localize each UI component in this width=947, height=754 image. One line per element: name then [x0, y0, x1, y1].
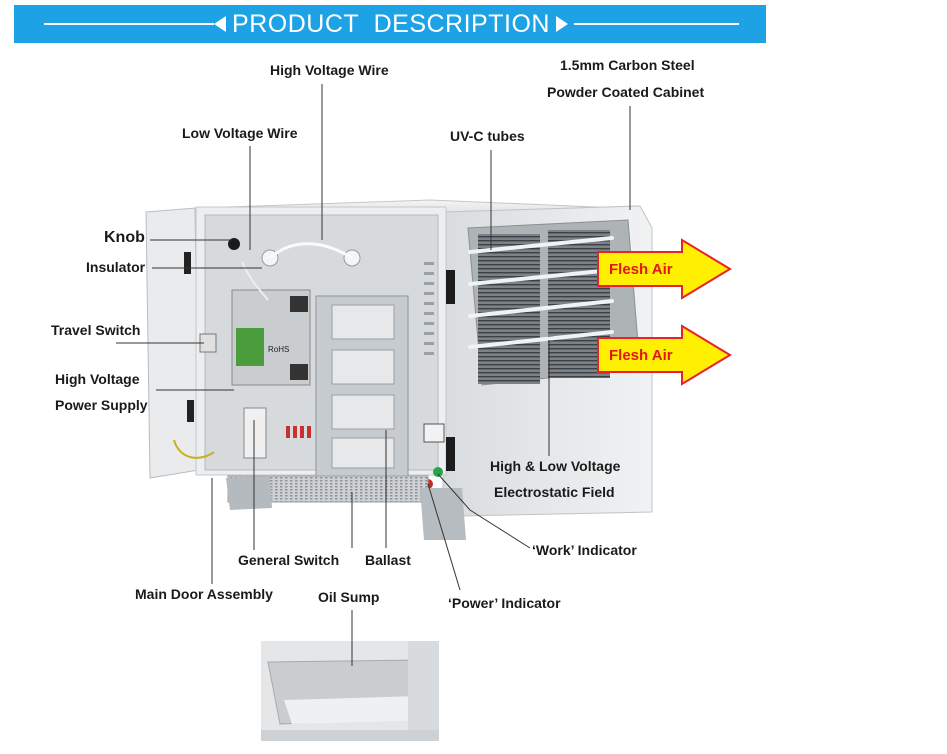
banner-rule-right [574, 23, 739, 25]
label-carbon-steel-line1: 1.5mm Carbon Steel [560, 57, 695, 73]
banner-arrow-left-icon [214, 16, 226, 32]
label-high-voltage-wire: High Voltage Wire [270, 62, 389, 78]
banner-title: PRODUCT DESCRIPTION [232, 10, 550, 38]
fresh-air-arrow-bottom [597, 324, 732, 386]
voltmeter [423, 423, 445, 443]
header-banner: PRODUCT DESCRIPTION [14, 5, 766, 43]
oil-sump-inset [261, 641, 439, 741]
label-field-line1: High & Low Voltage [490, 458, 621, 474]
base-rail [226, 476, 272, 510]
label-uvc-tubes: UV-C tubes [450, 128, 525, 144]
knob [228, 238, 240, 250]
side-handle [446, 270, 455, 304]
hv-wire [268, 242, 353, 260]
label-ballast: Ballast [365, 552, 411, 568]
label-oil-sump: Oil Sump [318, 589, 380, 605]
fresh-air-label-top: Flesh Air [609, 261, 673, 278]
label-hv-supply-line1: High Voltage [55, 371, 140, 387]
label-travel-switch: Travel Switch [51, 322, 141, 338]
label-field-line2: Electrostatic Field [494, 484, 615, 500]
general-switch [243, 407, 267, 459]
label-work-indicator: ‘Work’ Indicator [532, 542, 637, 558]
vent-slots [424, 262, 434, 355]
banner-rule-left [44, 23, 214, 25]
label-carbon-steel-line2: Powder Coated Cabinet [547, 84, 705, 100]
label-hv-supply-line2: Power Supply [55, 397, 148, 413]
label-low-voltage-wire: Low Voltage Wire [182, 125, 298, 141]
work-lamp [433, 467, 443, 477]
base-rail [420, 488, 466, 540]
label-general-switch: General Switch [238, 552, 340, 568]
fresh-air-label-bottom: Flesh Air [609, 347, 673, 364]
label-insulator: Insulator [86, 259, 146, 275]
door-hinge [184, 252, 191, 274]
rohs-mark: RoHS [268, 345, 289, 354]
ballast-units [331, 304, 395, 469]
label-main-door: Main Door Assembly [135, 586, 273, 602]
label-knob: Knob [104, 229, 145, 246]
leader-lines [116, 84, 631, 666]
uv-tubes [468, 236, 614, 349]
fresh-air-arrow-top [597, 238, 732, 300]
ground-wire [173, 439, 215, 459]
door-hinge [187, 400, 194, 422]
label-power-indicator: ‘Power’ Indicator [448, 595, 561, 611]
lv-wire [241, 261, 269, 301]
terminal-block [286, 426, 311, 438]
banner-arrow-right-icon [556, 16, 568, 32]
side-handle [446, 437, 455, 471]
